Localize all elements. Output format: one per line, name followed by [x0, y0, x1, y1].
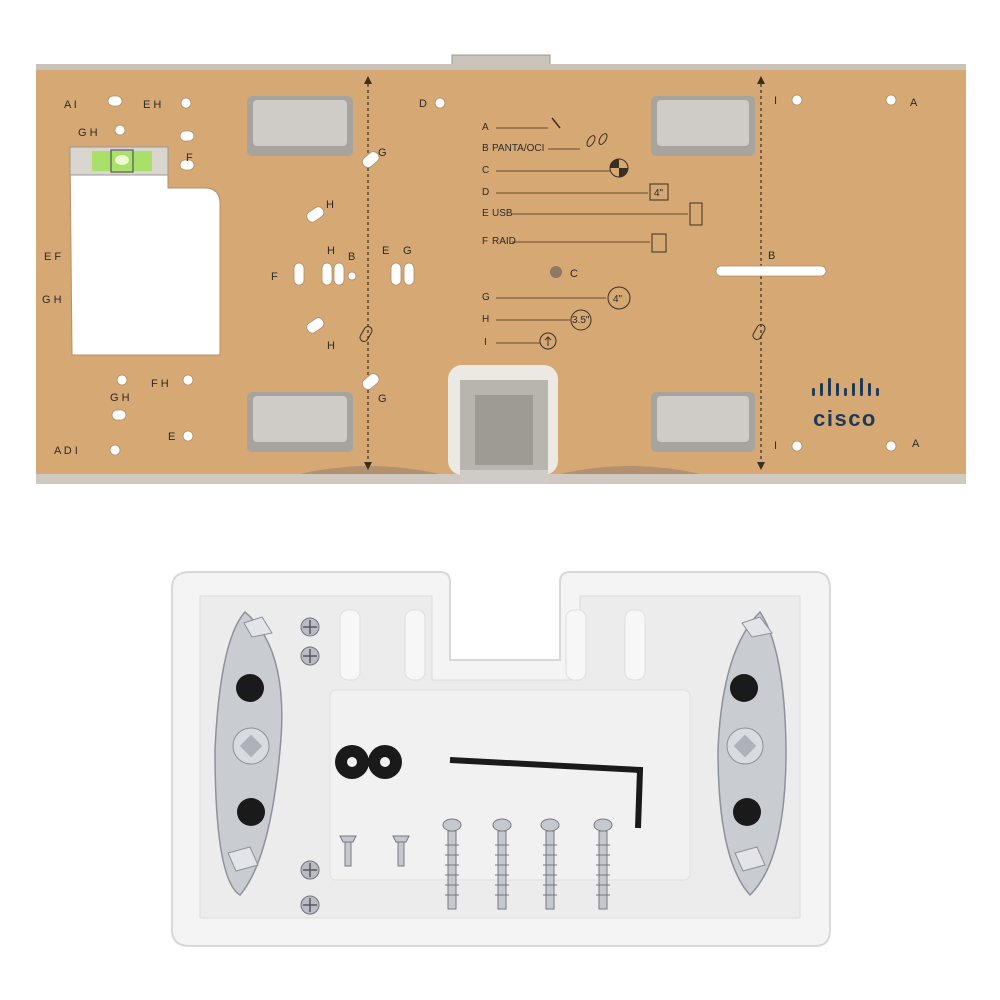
- legend-c-letter: C: [482, 165, 489, 176]
- label-f-top: F: [186, 152, 193, 164]
- label-f-center: F: [271, 271, 278, 283]
- center-latch: [448, 365, 558, 484]
- label-g-center: G: [403, 245, 412, 257]
- label-d-top: D: [419, 98, 427, 110]
- label-a-bottom: A: [912, 438, 920, 450]
- legend-g-letter: G: [482, 292, 490, 303]
- label-ef: E F: [44, 251, 61, 263]
- bracket-window: [69, 149, 221, 356]
- bracket-top-edge: [36, 64, 966, 72]
- label-b-right: B: [768, 250, 775, 262]
- label-gh-bottom: G H: [110, 392, 130, 404]
- label-b-center: B: [348, 251, 355, 263]
- label-h2: H: [327, 245, 335, 257]
- mounting-bracket: A I E H G H F E F G H F H G H A D I E D …: [36, 54, 966, 484]
- label-a-top: A: [910, 97, 918, 109]
- label-h3: H: [327, 340, 335, 352]
- hex-key: [449, 757, 644, 829]
- hole-c: [550, 266, 562, 278]
- slot-b: [715, 265, 827, 277]
- label-adi: A D I: [54, 445, 78, 457]
- label-i-top: I: [774, 95, 777, 107]
- left-clamp: [214, 610, 283, 896]
- legend-d-letter: D: [482, 187, 489, 198]
- label-g-lower: G: [378, 393, 387, 405]
- legend-e-letter: E: [482, 208, 489, 219]
- plate-labels: A I E H G H F E F G H F H G H A D I E D …: [42, 95, 920, 457]
- label-h1: H: [326, 199, 334, 211]
- legend-f-letter: F: [482, 236, 488, 247]
- base-tray: [171, 571, 831, 947]
- badge-d: 4": [654, 188, 664, 199]
- hole-legend: A B PANTA/OCI C D E USB F RAID G H I C: [359, 117, 766, 350]
- label-g-upper: G: [378, 147, 387, 159]
- legend-f-text: RAID: [492, 236, 516, 247]
- label-eh: E H: [143, 99, 161, 111]
- legend-c-label: C: [570, 268, 578, 280]
- label-fh: F H: [151, 378, 169, 390]
- small-screws: [300, 617, 320, 915]
- badge-g: 4": [613, 294, 623, 305]
- label-ai: A I: [64, 99, 77, 111]
- legend-a-letter: A: [482, 122, 489, 133]
- label-e-center: E: [382, 245, 389, 257]
- legend-b-text: PANTA/OCI: [492, 143, 544, 154]
- legend-i-letter: I: [484, 337, 487, 348]
- label-gh-left: G H: [42, 294, 62, 306]
- mounting-holes: [107, 94, 897, 456]
- legend-h-letter: H: [482, 314, 489, 325]
- badge-h: 3.5": [572, 315, 590, 326]
- long-screws: [442, 818, 613, 910]
- cisco-logo: cisco: [812, 378, 879, 431]
- cisco-wordmark: cisco: [813, 406, 877, 431]
- legend-e-text: USB: [492, 208, 513, 219]
- right-clamp: [717, 610, 787, 897]
- label-i-bottom: I: [774, 440, 777, 452]
- rubber-spacers: [335, 745, 402, 779]
- bolts: [339, 835, 410, 867]
- label-gh-top: G H: [78, 127, 98, 139]
- label-e-bottom: E: [168, 431, 175, 443]
- legend-b-letter: B: [482, 143, 489, 154]
